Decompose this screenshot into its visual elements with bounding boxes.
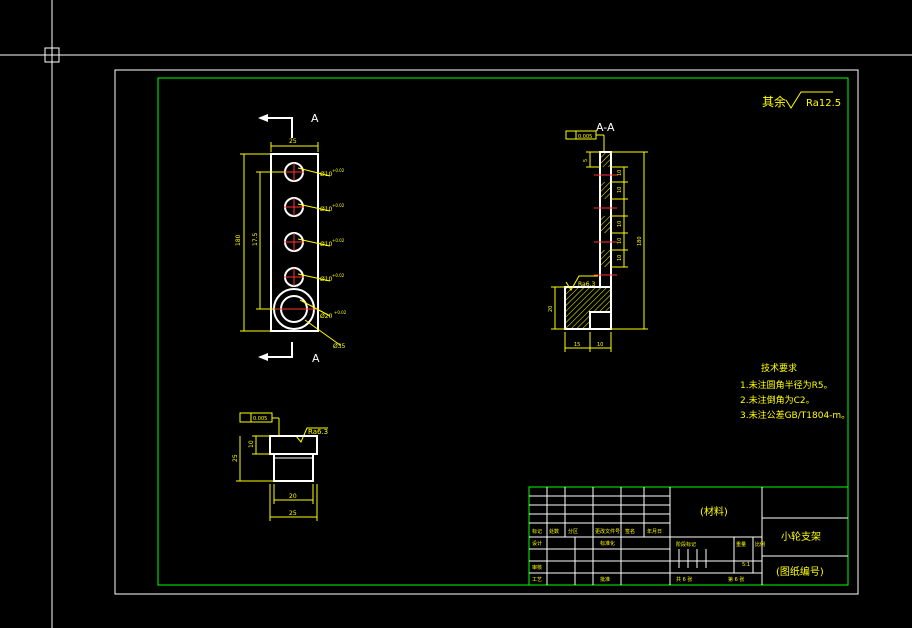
hole-callout-5: Ø20 [320, 313, 333, 320]
hole-callout-labels: Ø10 +0.02 Ø10 +0.02 Ø10 +0.02 Ø10 +0.02 … [320, 168, 347, 350]
tb-material: (材料) [700, 505, 728, 518]
title-block[interactable]: 标记 处数 分区 更改文件号 签名 年月日 设计 标准化 审核 工艺 批准 阶段… [528, 486, 849, 586]
technical-requirements: 技术要求 1.未注圆角半径为R5。 2.未注倒角为C2。 3.未注公差GB/T1… [740, 362, 850, 421]
section-flatness-value: 0.005 [578, 134, 592, 140]
tb-label-change-doc: 更改文件号 [595, 528, 620, 535]
section-base-w1: 15 [574, 342, 580, 348]
section-height-dim: 180 [637, 236, 643, 246]
hole-tol-2: +0.02 [332, 203, 345, 208]
tb-label-design: 设计 [532, 540, 542, 547]
tb-label-scale: 比例 [755, 541, 765, 548]
bottom-dim-h1: 10 [248, 440, 255, 448]
tech-item-3: 3.未注公差GB/T1804-m。 [740, 409, 850, 421]
hole-callout-4: Ø10 [320, 276, 333, 283]
section-base-height: 20 [548, 306, 554, 312]
bottom-dim-w1: 20 [289, 493, 297, 500]
front-height-inner: 17.5 [252, 232, 259, 246]
tb-label-stage: 阶段标记 [676, 541, 696, 548]
bottom-flatness-value: 0.005 [253, 416, 267, 422]
bracket-body [270, 153, 319, 332]
section-title: A-A [596, 121, 615, 134]
tb-label-count: 处数 [549, 528, 559, 535]
roughness-prefix: 其余 [762, 94, 786, 109]
section-dim-5: 10 [617, 255, 623, 261]
bottom-view[interactable]: 0.005 Ra6.3 10 25 20 25 [232, 412, 328, 521]
tb-label-date: 年月日 [647, 528, 662, 535]
front-width-dim: 25 [289, 138, 297, 145]
tb-label-review: 审核 [532, 564, 542, 571]
outer-sheet-border [114, 69, 859, 595]
roughness-value: Ra12.5 [806, 98, 841, 109]
section-dim-1: 10 [617, 170, 623, 176]
bore-callout: Ø35 [333, 343, 346, 350]
tech-item-1: 1.未注圆角半径为R5。 [740, 379, 833, 391]
tb-scale-value: 5:1 [742, 562, 750, 568]
tb-label-standardize: 标准化 [600, 540, 615, 547]
section-roughness: Ra6.3 [578, 281, 595, 288]
tb-sheets-total: 共 6 张 [676, 576, 692, 583]
tb-sheet-no: 第 6 张 [728, 576, 744, 583]
tb-label-zone: 分区 [568, 528, 578, 535]
front-height-outer: 180 [235, 234, 242, 246]
bottom-flatness-frame: 0.005 [239, 412, 280, 436]
hole-callout-3: Ø10 [320, 241, 333, 248]
hole-tol-4: +0.02 [332, 273, 345, 278]
hole-center-lines [270, 163, 318, 310]
tb-drawing-no: (图纸编号) [776, 565, 824, 578]
tb-label-mark: 标记 [532, 528, 542, 535]
bottom-roughness: Ra6.3 [308, 428, 328, 436]
section-letter-top: A [311, 112, 319, 125]
tech-title: 技术要求 [761, 362, 797, 374]
tb-label-sign: 签名 [625, 528, 635, 535]
bottom-dim-w2: 25 [289, 510, 297, 517]
hole-tol-3: +0.02 [332, 238, 345, 243]
front-view[interactable]: A A [235, 112, 347, 365]
front-dimensions [240, 142, 319, 332]
tech-item-2: 2.未注倒角为C2。 [740, 394, 815, 406]
section-flatness-frame: 0.005 [565, 130, 605, 152]
tb-label-weight: 重量 [736, 541, 746, 548]
section-arrow-bottom [260, 342, 293, 358]
section-letter-bottom: A [312, 352, 320, 365]
hole-tol-5: +0.02 [334, 310, 347, 315]
tb-label-approve: 批准 [600, 576, 610, 583]
section-top-dim: 5 [583, 159, 589, 162]
section-view[interactable]: A-A 0.005 Ra6.3 [548, 121, 648, 352]
section-dim-4: 10 [617, 238, 623, 244]
section-dim-2: 10 [617, 187, 623, 193]
section-base-w2: 10 [597, 342, 603, 348]
tb-part-name: 小轮支架 [781, 530, 821, 543]
general-roughness-symbol: 其余 Ra12.5 [762, 91, 841, 109]
tb-label-process: 工艺 [532, 577, 542, 583]
section-dim-3: 10 [617, 221, 623, 227]
hole-callout-1: Ø10 [320, 171, 333, 178]
hole-callout-2: Ø10 [320, 206, 333, 213]
hole-tol-1: +0.02 [332, 168, 345, 173]
inner-frame-border [157, 77, 849, 586]
section-arrow-top [260, 117, 293, 138]
hole-leaders [297, 167, 341, 346]
bottom-dim-h2: 25 [232, 454, 239, 462]
